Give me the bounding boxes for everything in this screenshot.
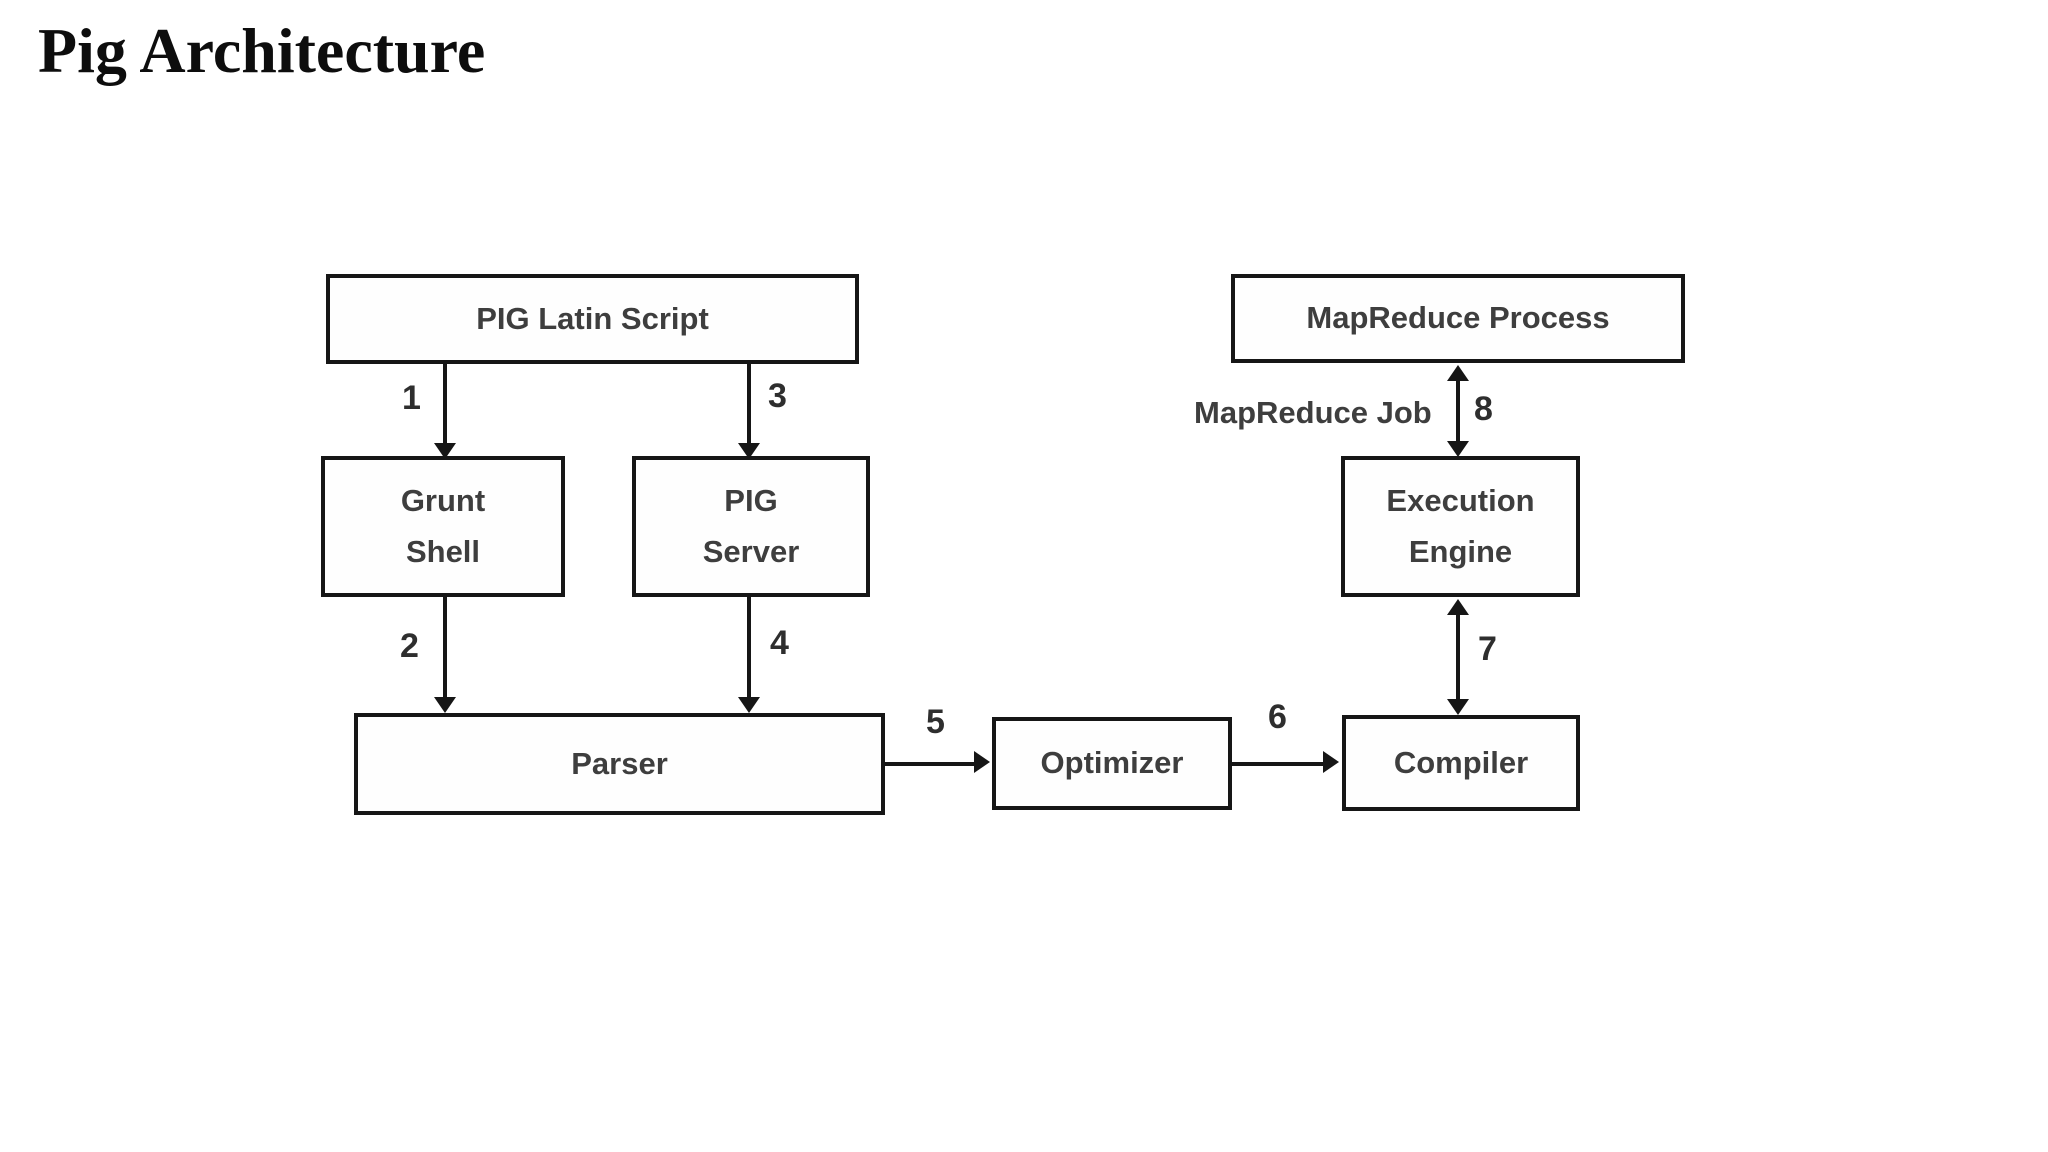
arrow-shaft — [747, 597, 751, 699]
edge-label-3: 3 — [768, 377, 787, 415]
node-execution-engine: Execution Engine — [1341, 456, 1580, 597]
edge-label-7: 7 — [1478, 630, 1497, 668]
arrowhead-down-icon — [1447, 699, 1469, 715]
arrow-shaft — [1456, 379, 1460, 443]
arrow-shaft — [885, 762, 977, 766]
node-mapreduce-process: MapReduce Process — [1231, 274, 1685, 363]
edge-label-8: 8 — [1474, 390, 1493, 428]
arrow-shaft — [1456, 613, 1460, 701]
node-optimizer: Optimizer — [992, 717, 1232, 810]
edge-label-2: 2 — [400, 627, 419, 665]
arrow-shaft — [443, 597, 447, 699]
node-compiler: Compiler — [1342, 715, 1580, 811]
arrowhead-down-icon — [434, 697, 456, 713]
arrowhead-down-icon — [738, 697, 760, 713]
edge-label-6: 6 — [1268, 698, 1287, 736]
edge-label-1: 1 — [402, 379, 421, 417]
arrowhead-up-icon — [1447, 365, 1469, 381]
page-title: Pig Architecture — [38, 15, 486, 86]
arrow-shaft — [1232, 762, 1326, 766]
node-pig-latin-script: PIG Latin Script — [326, 274, 859, 364]
arrowhead-right-icon — [974, 751, 990, 773]
arrowhead-right-icon — [1323, 751, 1339, 773]
node-grunt-shell: Grunt Shell — [321, 456, 565, 597]
edge-label-5: 5 — [926, 703, 945, 741]
arrowhead-up-icon — [1447, 599, 1469, 615]
node-parser: Parser — [354, 713, 885, 815]
arrowhead-down-icon — [434, 443, 456, 459]
node-pig-server: PIG Server — [632, 456, 870, 597]
mapreduce-job-label: MapReduce Job — [1194, 395, 1432, 430]
arrow-shaft — [747, 364, 751, 448]
arrow-shaft — [443, 364, 447, 448]
arrowhead-down-icon — [738, 443, 760, 459]
edge-label-4: 4 — [770, 624, 789, 662]
arrowhead-down-icon — [1447, 441, 1469, 457]
